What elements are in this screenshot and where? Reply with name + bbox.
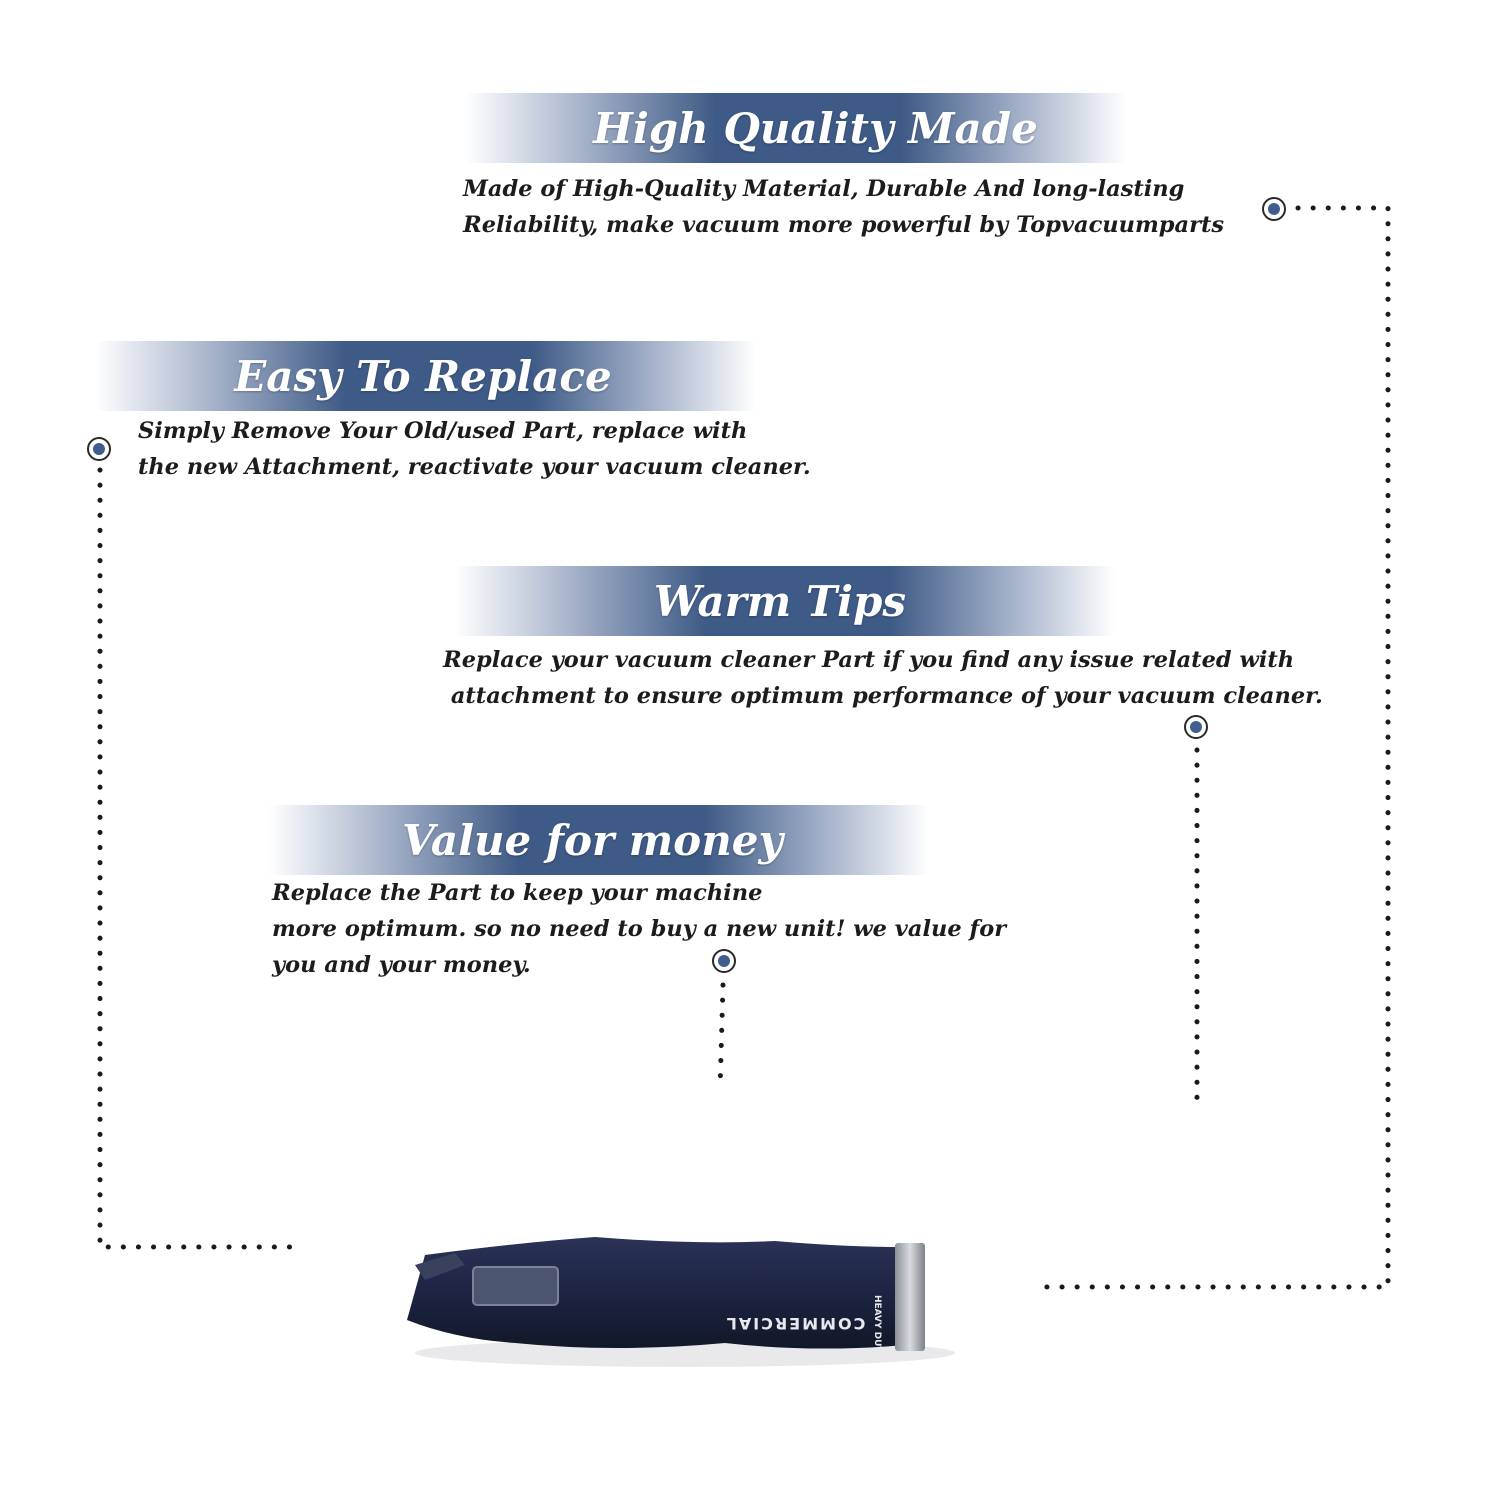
section-description-warm-tips: Replace your vacuum cleaner Part if you … [443, 642, 1323, 714]
vacuum-bag-product-image: COMMERCIAL HEAVY DUTY [407, 1237, 955, 1367]
bullet-marker-icon [1262, 197, 1286, 221]
description-line: attachment to ensure optimum performance… [443, 683, 1323, 709]
bullet-marker-icon [712, 949, 736, 973]
description-line: Made of High-Quality Material, Durable A… [463, 176, 1185, 202]
connector-right [1035, 205, 1391, 1290]
bag-badge-text: HEAVY DUTY [872, 1295, 882, 1360]
description-line: you and your money. [272, 952, 531, 978]
bag-label-window [472, 1266, 559, 1306]
description-line: Simply Remove Your Old/used Part, replac… [138, 418, 748, 444]
description-line: Replace your vacuum cleaner Part if you … [443, 647, 1295, 673]
section-description-easy-to-replace: Simply Remove Your Old/used Part, replac… [138, 413, 811, 485]
section-banner-high-quality: High Quality Made [465, 93, 1126, 163]
bag-collar [415, 1253, 465, 1280]
description-line: the new Attachment, reactivate your vacu… [138, 454, 811, 480]
section-title: High Quality Made [593, 103, 1038, 153]
bullet-marker-icon [87, 437, 111, 461]
section-banner-easy-to-replace: Easy To Replace [95, 341, 756, 411]
section-title: Warm Tips [653, 576, 907, 626]
section-description-high-quality: Made of High-Quality Material, Durable A… [463, 171, 1224, 243]
description-line: Reliability, make vacuum more powerful b… [463, 212, 1225, 238]
connector-value [717, 982, 726, 1093]
section-banner-value-for-money: Value for money [268, 805, 929, 875]
section-title: Easy To Replace [234, 351, 612, 401]
section-description-value-for-money: Replace the Part to keep your machine mo… [272, 875, 1006, 983]
section-title: Value for money [402, 815, 783, 865]
bag-metal-clip [895, 1243, 925, 1351]
connector-left [97, 467, 299, 1250]
bag-brand-text: COMMERCIAL [725, 1314, 866, 1333]
section-banner-warm-tips: Warm Tips [455, 566, 1115, 636]
bag-body [407, 1237, 905, 1349]
description-line: more optimum. so no need to buy a new un… [272, 916, 1007, 942]
description-line: Replace the Part to keep your machine [272, 880, 763, 906]
bullet-marker-icon [1184, 715, 1208, 739]
